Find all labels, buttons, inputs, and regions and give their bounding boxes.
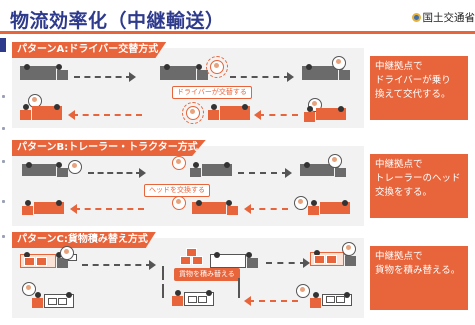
driver-icon: [332, 56, 346, 70]
left-dot: [2, 160, 5, 163]
section-pattern-a: パターンA:ドライバー交替方式 中継拠点で ドライバーが乗り 換えて交代する。 …: [12, 42, 468, 128]
driver-icon: [172, 156, 186, 170]
arrow-icon: [254, 110, 298, 120]
cargo-icon: [58, 298, 67, 305]
note-line: 貨物を積み替える。: [375, 265, 461, 276]
section-label: パターンB:トレーラー・トラクター方式: [12, 140, 206, 156]
arrow-icon: [162, 266, 164, 280]
arrow-icon: [68, 110, 142, 120]
cargo-icon: [198, 296, 207, 303]
section-note: 中継拠点で ドライバーが乗り 換えて交代する。: [370, 56, 468, 120]
left-dot: [2, 127, 5, 130]
arrow-icon: [74, 72, 136, 82]
note-line: トレーラーのヘッド: [375, 173, 461, 184]
cargo-icon: [326, 255, 337, 264]
cargo-icon: [192, 256, 203, 265]
ministry-logo-icon: [411, 13, 421, 22]
relay-point-icon: [182, 102, 204, 124]
arrow-icon: [88, 168, 146, 178]
section-pattern-b: パターンB:トレーラー・トラクター方式 中継拠点で トレーラーのヘッド 交換をす…: [12, 140, 468, 226]
cargo-icon: [186, 248, 197, 257]
arrow-icon: [82, 260, 156, 270]
section-label: パターンC:貨物積み替え方式: [12, 232, 156, 248]
cargo-icon: [48, 298, 57, 305]
driver-icon: [210, 60, 224, 74]
note-line: 中継拠点で: [375, 251, 423, 262]
driver-icon: [328, 154, 342, 168]
left-dot: [2, 200, 5, 203]
cargo-icon: [336, 296, 345, 303]
note-line: 換えて交代する。: [375, 89, 451, 100]
ministry-name: 国土交通省: [411, 10, 475, 25]
cargo-icon: [188, 296, 197, 303]
arrow-icon: [238, 168, 292, 178]
note-line: 中継拠点で: [375, 159, 423, 170]
arrow-icon: [70, 204, 144, 214]
arrow-icon: [266, 258, 310, 268]
left-marker: [0, 38, 6, 52]
swap-tag: ドライバーが交替する: [172, 86, 252, 99]
section-pattern-c: パターンC:貨物積み替え方式 中継拠点で 貨物を積み替える。 貨物を積み替える: [12, 232, 468, 318]
header: 物流効率化（中継輸送） 国土交通省: [0, 0, 475, 34]
arrow-icon: [238, 278, 240, 298]
cargo-icon: [36, 257, 47, 266]
left-dot: [2, 235, 5, 238]
left-dot: [2, 95, 5, 98]
arrow-icon: [244, 296, 298, 306]
arrow-icon: [162, 284, 164, 298]
cargo-icon: [180, 256, 191, 265]
section-note: 中継拠点で トレーラーのヘッド 交換をする。: [370, 154, 468, 218]
relay-point-icon: [206, 56, 228, 78]
section-note: 中継拠点で 貨物を積み替える。: [370, 246, 468, 310]
arrow-icon: [230, 72, 294, 82]
title-underline: [0, 31, 475, 34]
swap-tag: ヘッドを交換する: [144, 184, 210, 197]
section-label: パターンA:ドライバー交替方式: [12, 42, 167, 58]
note-line: 交換をする。: [375, 187, 433, 198]
driver-icon: [60, 246, 74, 260]
ministry-label: 国土交通省: [422, 12, 475, 24]
driver-icon: [22, 282, 36, 296]
driver-icon: [294, 196, 308, 210]
swap-tag: 貨物を積み替える: [174, 268, 240, 281]
note-line: 中継拠点で: [375, 61, 423, 72]
note-line: ドライバーが乗り: [375, 75, 451, 86]
cargo-icon: [314, 255, 325, 264]
arrow-icon: [244, 204, 288, 214]
driver-icon: [172, 196, 186, 210]
cargo-icon: [326, 296, 335, 303]
driver-icon: [68, 160, 82, 174]
cargo-icon: [24, 257, 35, 266]
page-title: 物流効率化（中継輸送）: [10, 10, 225, 32]
driver-icon: [342, 242, 356, 256]
driver-icon: [186, 106, 200, 120]
driver-icon: [296, 284, 310, 298]
